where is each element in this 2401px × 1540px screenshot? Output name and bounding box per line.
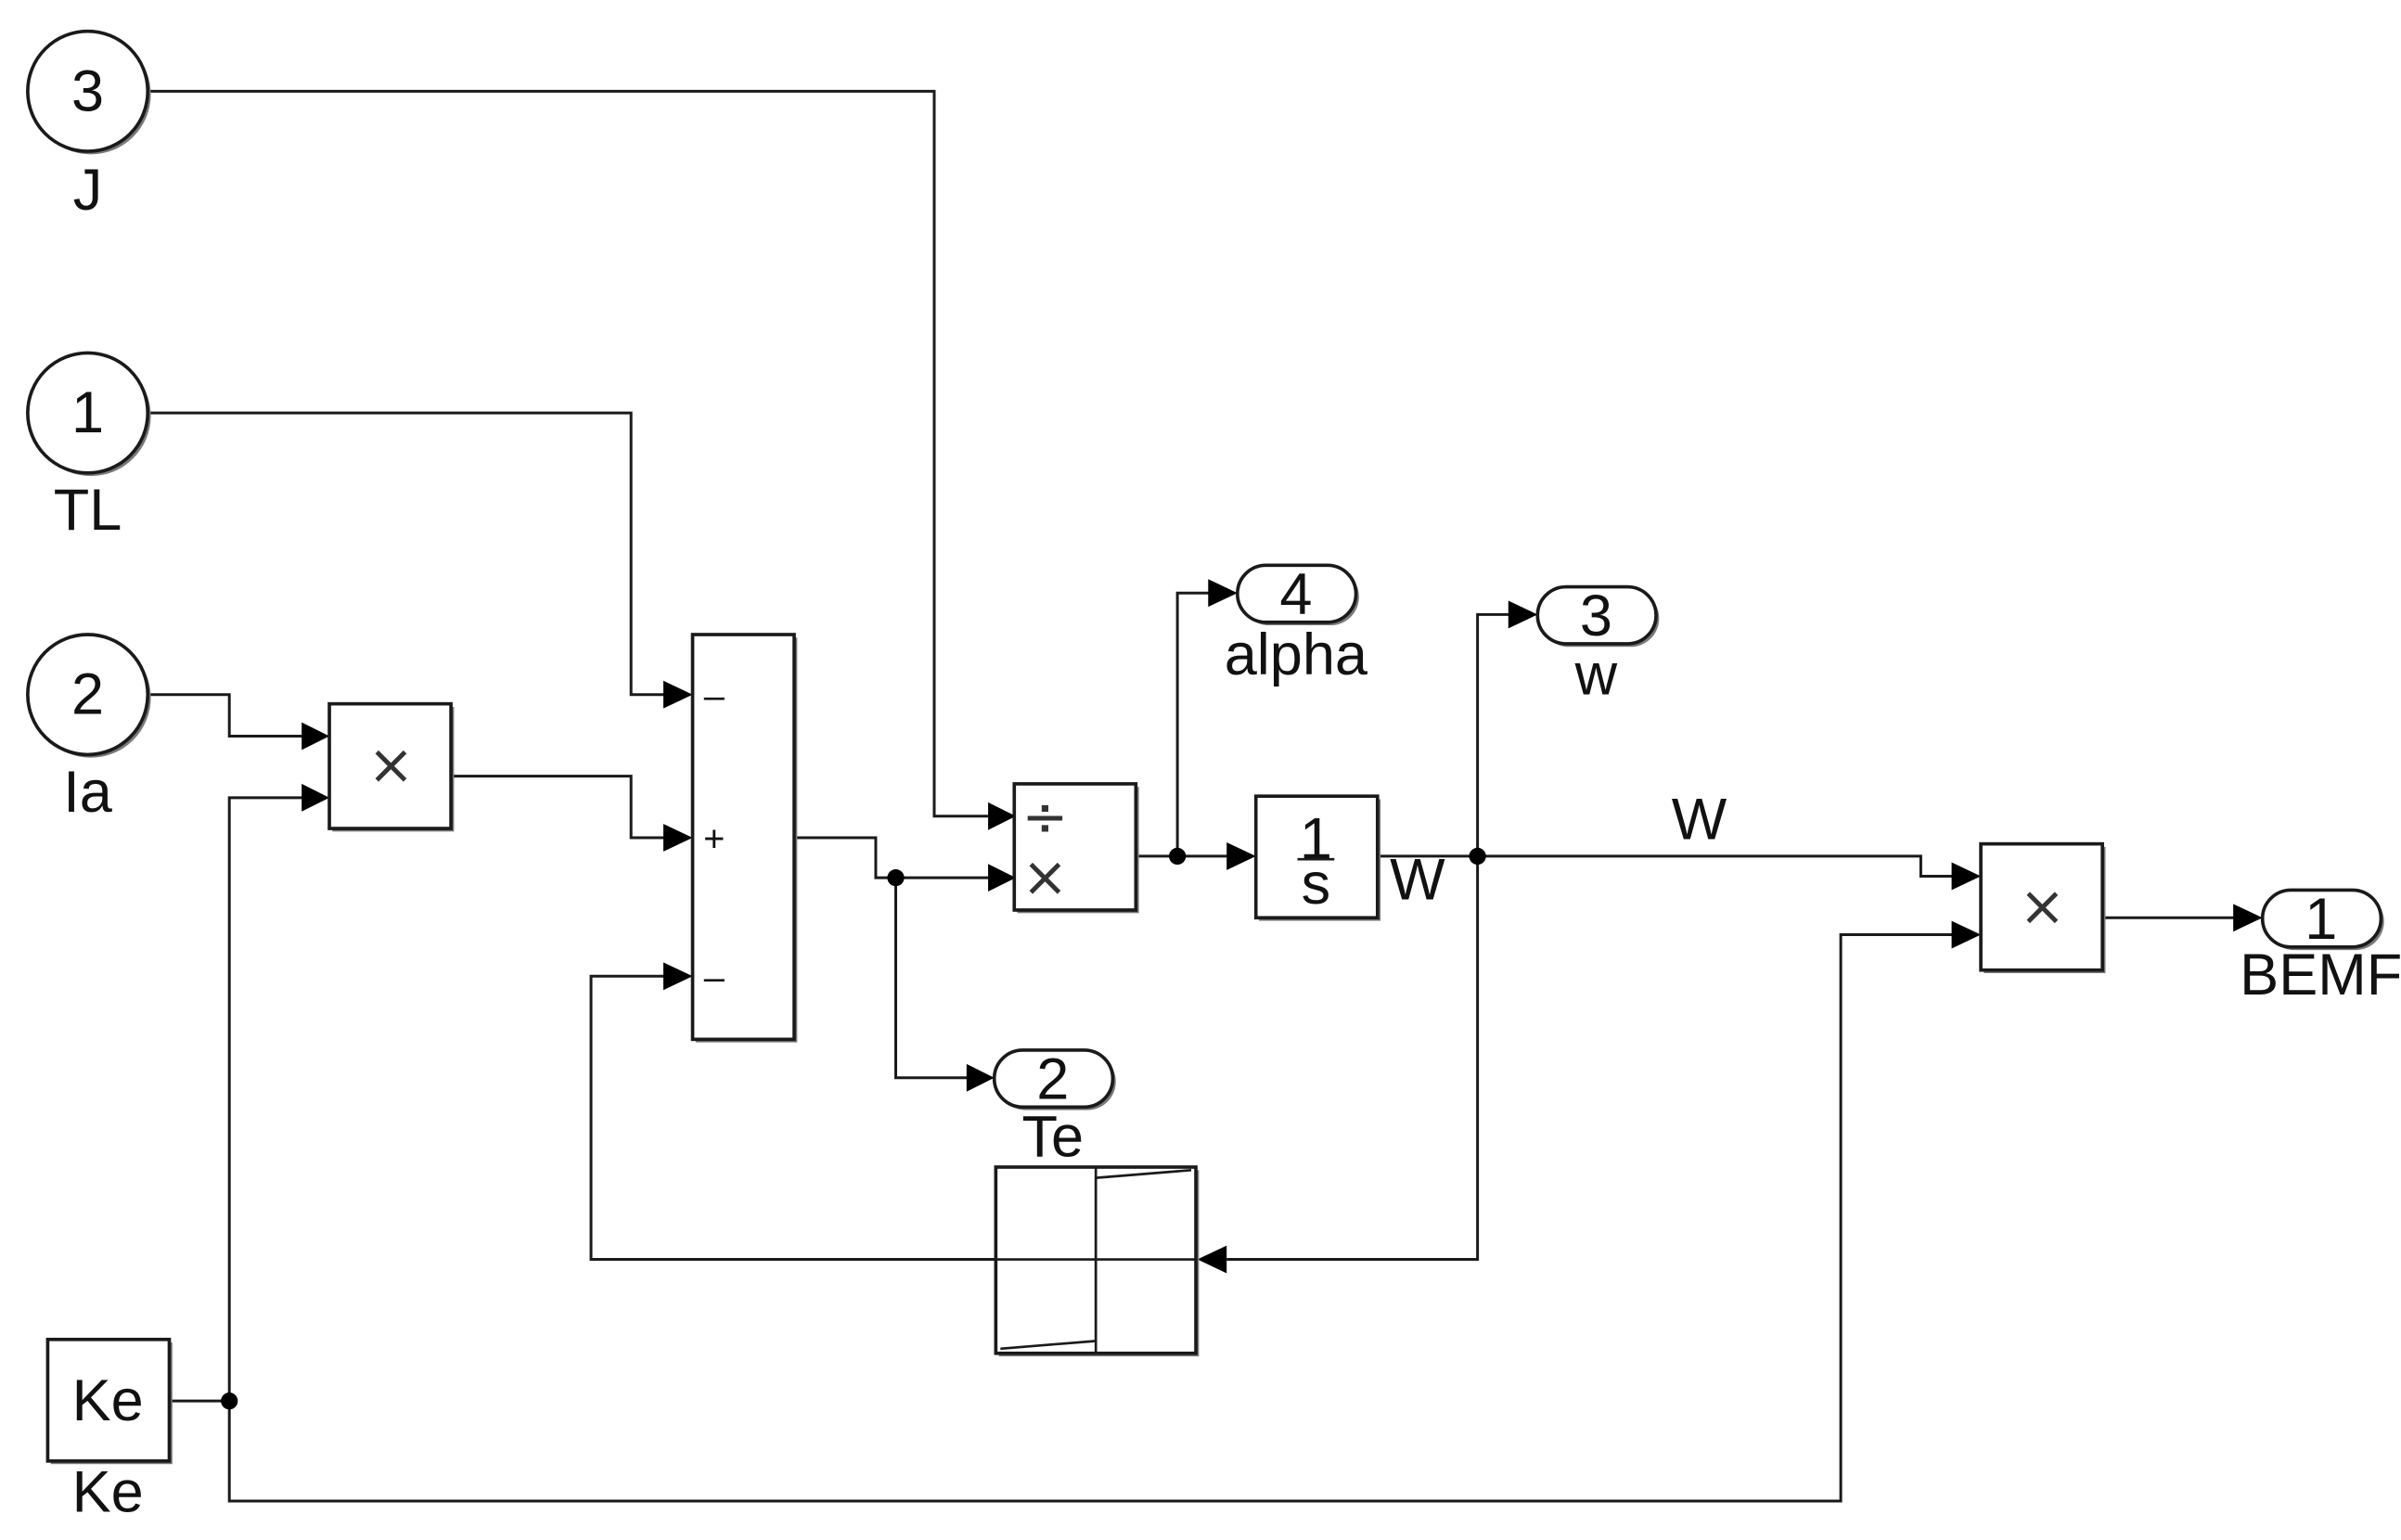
outport-alpha[interactable]: 4 alpha — [1225, 562, 1368, 687]
arrow-head — [663, 824, 693, 852]
wire-te-branch[interactable] — [894, 878, 970, 1080]
inport-label: TL — [54, 478, 122, 543]
outport-bemf[interactable]: 1 BEMF — [2240, 887, 2401, 1007]
wire-deadzone-to-sum[interactable] — [589, 974, 996, 1262]
dead-zone-curve — [1000, 1169, 1192, 1351]
arrow-head — [1208, 579, 1238, 608]
multiply-icon: × — [367, 734, 414, 798]
sum-sign-minus: – — [704, 957, 725, 998]
wire-product-to-sum[interactable] — [451, 775, 667, 840]
arrow-head — [2233, 904, 2263, 932]
arrow-head — [663, 680, 693, 709]
branch-point — [221, 1392, 238, 1410]
divide-icon: ÷ — [1021, 786, 1068, 850]
integrator-numerator: 1 — [1300, 807, 1332, 872]
divide-block[interactable]: ÷ × — [1012, 782, 1139, 914]
outport-number: 3 — [1580, 584, 1612, 648]
inport-number: 2 — [71, 662, 104, 727]
arrow-head — [302, 783, 330, 812]
arrow-head — [988, 864, 1016, 892]
branch-points — [221, 847, 1486, 1410]
inport-ia[interactable]: 2 Ia — [26, 633, 151, 825]
inport-number: 3 — [71, 58, 104, 123]
branch-point — [1168, 847, 1187, 866]
integrator-denominator: s — [1302, 852, 1331, 917]
arrow-head — [1951, 862, 1982, 891]
arrow-head — [1508, 600, 1538, 629]
arrow-head — [1226, 841, 1256, 870]
multiply-icon: × — [1021, 846, 1068, 910]
outport-number: 1 — [2305, 887, 2337, 952]
wire-alpha-branch[interactable] — [1175, 591, 1212, 856]
arrowheads — [302, 579, 2263, 1274]
wire-ia-to-product[interactable] — [148, 693, 303, 738]
dead-zone-block[interactable] — [994, 1165, 1200, 1357]
branch-point — [887, 869, 905, 887]
wire-integrator-out[interactable] — [1377, 854, 1955, 878]
product-block-bemf[interactable]: × — [1979, 841, 2106, 973]
arrow-head — [663, 962, 693, 991]
inport-tl[interactable]: 1 TL — [26, 351, 151, 543]
constant-label: Ke — [72, 1460, 144, 1525]
arrow-head — [302, 722, 330, 751]
signal-label-w: W — [1390, 847, 1445, 912]
wire-j-to-divide[interactable] — [148, 89, 989, 818]
wire-w-to-deadzone[interactable] — [1226, 855, 1480, 1262]
outport-label: Te — [1021, 1104, 1084, 1169]
constant-value: Ke — [72, 1368, 144, 1433]
inport-label: Ia — [63, 760, 113, 825]
product-block-te[interactable]: × — [327, 701, 455, 832]
outport-label: alpha — [1225, 622, 1368, 687]
arrow-head — [1951, 920, 1982, 949]
outport-number: 4 — [1279, 562, 1312, 627]
sum-sign-plus: + — [703, 819, 725, 860]
multiply-icon: × — [2019, 875, 2065, 939]
outport-label: w — [1574, 643, 1618, 708]
arrow-head — [966, 1063, 995, 1092]
constant-ke-block[interactable]: Ke Ke — [45, 1337, 173, 1525]
wire-sum-out[interactable] — [794, 836, 989, 879]
outport-te[interactable]: 2 Te — [992, 1046, 1116, 1169]
inport-number: 1 — [71, 380, 104, 445]
inport-label: J — [73, 158, 103, 223]
outport-w[interactable]: 3 w — [1535, 584, 1660, 708]
sum-sign-minus: – — [704, 675, 725, 716]
outport-label: BEMF — [2240, 943, 2401, 1007]
wire-ke-to-bemf-product[interactable] — [227, 933, 1955, 1503]
branch-point — [1469, 847, 1486, 866]
inport-j[interactable]: 3 J — [26, 29, 151, 223]
arrow-head — [988, 802, 1016, 830]
arrow-head — [1197, 1245, 1227, 1274]
signal-label-w: W — [1672, 788, 1727, 853]
wire-tl-to-sum[interactable] — [148, 411, 667, 697]
integrator-block[interactable]: 1 s — [1253, 794, 1381, 921]
wire-ke-to-product[interactable] — [169, 796, 303, 1403]
signal-lines — [148, 89, 2237, 1503]
wire-w-branch[interactable] — [1476, 612, 1512, 856]
sum-block[interactable]: – + – — [690, 633, 798, 1043]
outport-number: 2 — [1036, 1046, 1069, 1111]
